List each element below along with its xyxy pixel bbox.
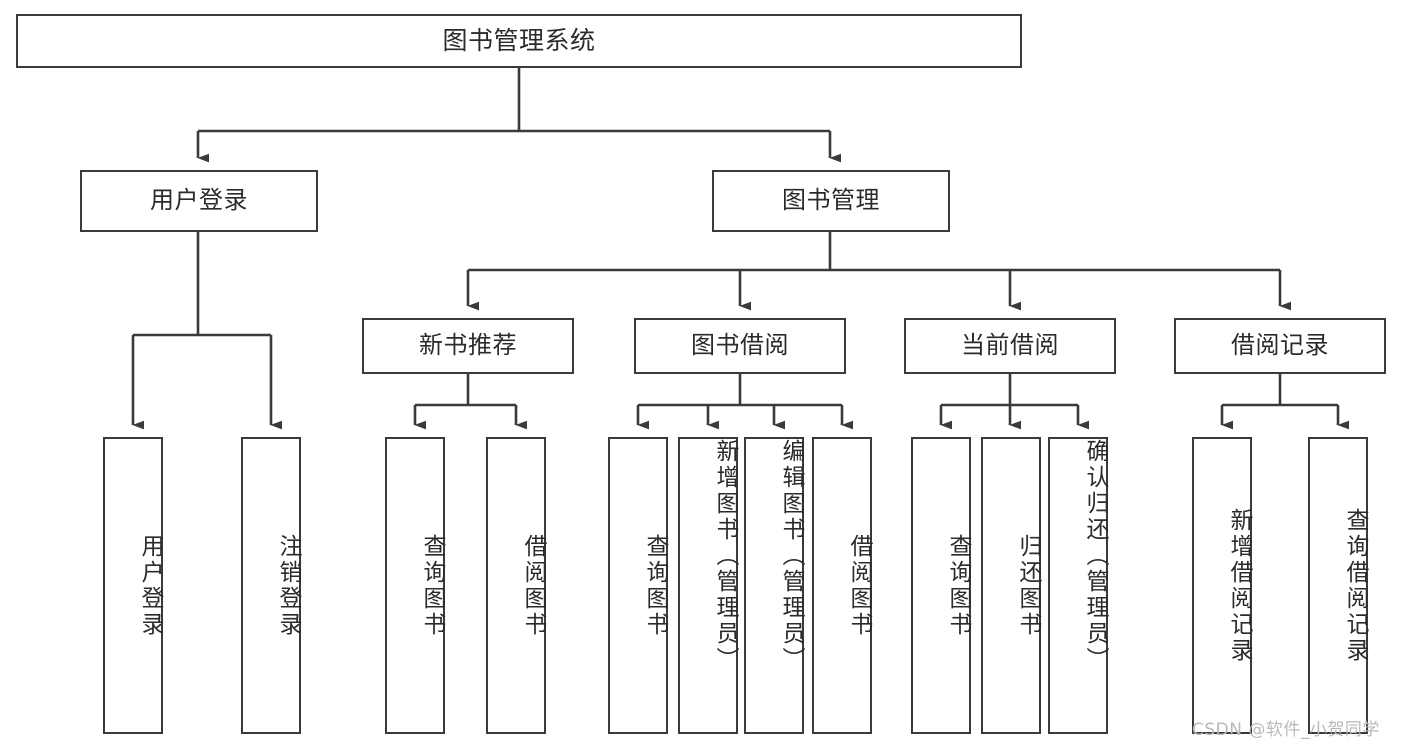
node-leaf-edit-book-label: 编辑图书（管理员） [778, 439, 804, 673]
node-leaf-return-book-label: 归还图书 [1015, 533, 1041, 638]
csdn-watermark: CSDN @软件_小贺同学 [1192, 720, 1380, 740]
node-leaf-add-book-label: 新增图书（管理员） [712, 439, 738, 673]
node-leaf-borrow-book-2[interactable]: 借阅图书 [812, 437, 872, 734]
node-leaf-query-book-2-label: 查询图书 [642, 533, 668, 638]
node-leaf-add-record[interactable]: 新增借阅记录 [1192, 437, 1252, 734]
node-leaf-query-book-3[interactable]: 查询图书 [911, 437, 971, 734]
node-leaf-user-login-label: 用户登录 [137, 533, 163, 638]
node-current-borrow-label: 当前借阅 [961, 331, 1059, 360]
node-leaf-query-record-label: 查询借阅记录 [1342, 507, 1368, 664]
node-leaf-query-record[interactable]: 查询借阅记录 [1308, 437, 1368, 734]
node-book-borrow[interactable]: 图书借阅 [634, 318, 846, 374]
node-new-book-recommend[interactable]: 新书推荐 [362, 318, 574, 374]
node-leaf-confirm-return-label: 确认归还（管理员） [1082, 439, 1108, 673]
node-leaf-borrow-book-1-label: 借阅图书 [520, 533, 546, 638]
node-leaf-add-record-label: 新增借阅记录 [1226, 507, 1252, 664]
node-borrow-record[interactable]: 借阅记录 [1174, 318, 1386, 374]
node-new-book-recommend-label: 新书推荐 [419, 331, 517, 360]
node-book-borrow-label: 图书借阅 [691, 331, 789, 360]
node-leaf-query-book-1[interactable]: 查询图书 [385, 437, 445, 734]
node-root-label: 图书管理系统 [442, 25, 596, 55]
node-leaf-query-book-1-label: 查询图书 [419, 533, 445, 638]
node-leaf-logout-login-label: 注销登录 [275, 533, 301, 638]
node-book-manage-label: 图书管理 [782, 186, 880, 215]
node-user-login[interactable]: 用户登录 [80, 170, 318, 232]
node-book-manage[interactable]: 图书管理 [712, 170, 950, 232]
node-leaf-borrow-book-2-label: 借阅图书 [846, 533, 872, 638]
node-leaf-query-book-2[interactable]: 查询图书 [608, 437, 668, 734]
node-root[interactable]: 图书管理系统 [16, 14, 1022, 68]
node-leaf-add-book[interactable]: 新增图书（管理员） [678, 437, 738, 734]
node-leaf-borrow-book-1[interactable]: 借阅图书 [486, 437, 546, 734]
node-leaf-query-book-3-label: 查询图书 [945, 533, 971, 638]
node-current-borrow[interactable]: 当前借阅 [904, 318, 1116, 374]
node-leaf-logout-login[interactable]: 注销登录 [241, 437, 301, 734]
node-leaf-return-book[interactable]: 归还图书 [981, 437, 1041, 734]
node-leaf-edit-book[interactable]: 编辑图书（管理员） [744, 437, 804, 734]
node-borrow-record-label: 借阅记录 [1231, 331, 1329, 360]
node-leaf-user-login[interactable]: 用户登录 [103, 437, 163, 734]
node-user-login-label: 用户登录 [150, 186, 248, 215]
node-leaf-confirm-return[interactable]: 确认归还（管理员） [1048, 437, 1108, 734]
